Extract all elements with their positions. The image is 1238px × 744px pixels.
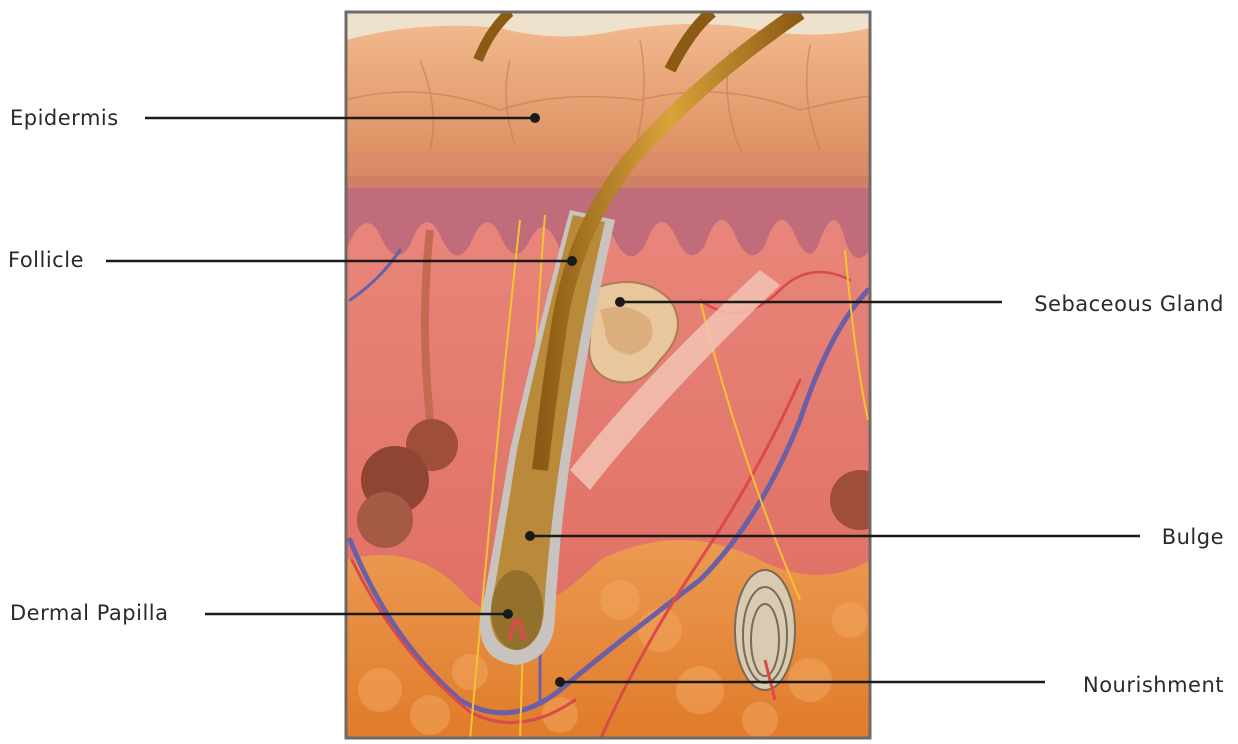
bulge-dot — [525, 531, 535, 541]
sebaceous-gland-label: Sebaceous Gland — [1034, 292, 1224, 316]
dermal-papilla-label: Dermal Papilla — [10, 601, 168, 625]
sebaceous-dot — [615, 297, 625, 307]
follicle-dot — [567, 256, 577, 266]
bulge-label: Bulge — [1162, 525, 1224, 549]
nourishment-dot — [555, 677, 565, 687]
epidermis-label: Epidermis — [10, 106, 119, 130]
dermal-papilla-dot — [503, 609, 513, 619]
nourishment-label: Nourishment — [1083, 673, 1224, 697]
hair-bulb — [491, 570, 543, 650]
follicle-label: Follicle — [8, 248, 84, 272]
epidermis-dot — [530, 113, 540, 123]
